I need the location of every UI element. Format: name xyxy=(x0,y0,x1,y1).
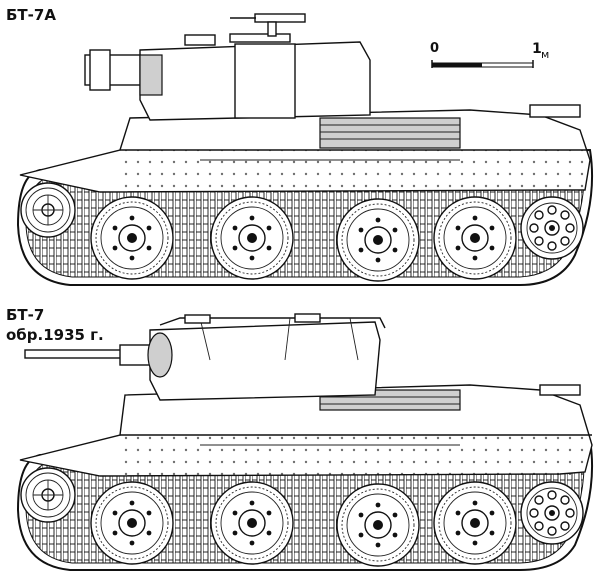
bt7a-title: БТ-7А xyxy=(6,6,56,24)
bt7-drawing xyxy=(16,313,594,571)
scale-start-label: 0 xyxy=(430,41,440,56)
scale-ruler xyxy=(431,60,534,68)
scale-bar: 0 1 м xyxy=(420,38,570,78)
bt7-subtitle: обр.1935 г. xyxy=(6,326,104,344)
bt7-title: БТ-7 xyxy=(6,306,45,324)
bt7a-drawing xyxy=(16,13,594,286)
scale-end-label: 1 xyxy=(532,41,542,57)
scale-unit-label: м xyxy=(541,48,550,61)
